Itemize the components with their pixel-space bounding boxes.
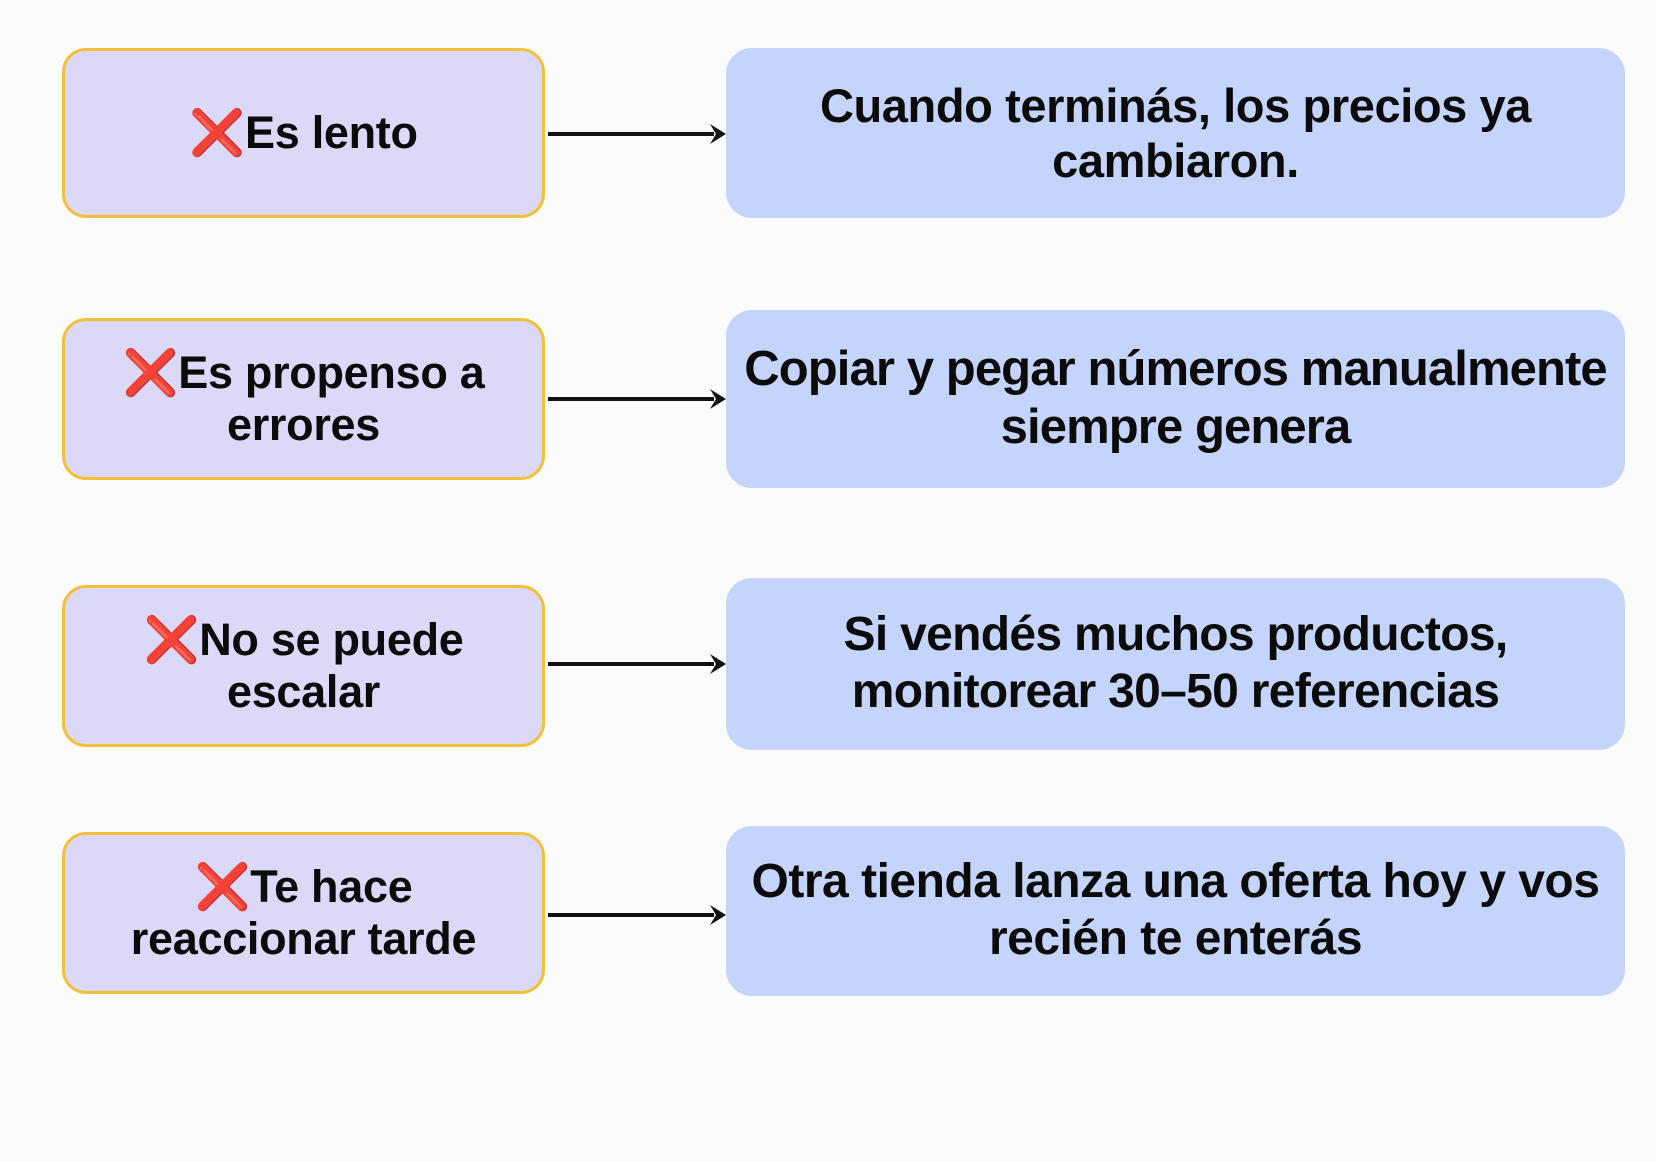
explanation-card[interactable]: Cuando terminás, los precios ya cambiaro… [726, 48, 1625, 218]
connector-arrow [548, 384, 728, 414]
explanation-card[interactable]: Otra tienda lanza una oferta hoy y vos r… [726, 826, 1625, 996]
problem-card[interactable]: ❌No se puede escalar [62, 585, 545, 747]
connector-arrow [548, 649, 728, 679]
problem-label: ❌No se puede escalar [79, 614, 528, 718]
x-mark-icon: ❌ [122, 346, 179, 398]
problem-label-text: No se puede escalar [199, 613, 464, 717]
arrow-right-icon [548, 654, 726, 674]
x-mark-icon: ❌ [143, 613, 200, 665]
problem-card[interactable]: ❌Es propenso a errores [62, 318, 545, 480]
x-mark-icon: ❌ [194, 860, 251, 912]
problem-label-text: Es propenso a errores [178, 346, 485, 450]
arrow-right-icon [548, 389, 726, 409]
x-mark-icon: ❌ [189, 106, 246, 158]
problem-card[interactable]: ❌Te hace reaccionar tarde [62, 832, 545, 994]
arrow-right-icon [548, 905, 726, 925]
arrow-right-icon [548, 124, 726, 144]
explanation-text: Cuando terminás, los precios ya cambiaro… [819, 78, 1532, 187]
explanation-text: Copiar y pegar números manualmente siemp… [744, 342, 1607, 454]
explanation-text: Otra tienda lanza una oferta hoy y vos r… [751, 855, 1600, 965]
explanation-card[interactable]: Si vendés muchos productos, monitorear 3… [726, 578, 1625, 750]
problem-card[interactable]: ❌Es lento [62, 48, 545, 218]
problem-label: ❌Te hace reaccionar tarde [79, 861, 528, 965]
problem-label-text: Es lento [245, 106, 418, 158]
connector-arrow [548, 900, 728, 930]
explanation-text: Si vendés muchos productos, monitorear 3… [843, 608, 1509, 718]
problem-label: ❌Es lento [189, 106, 418, 159]
connector-arrow [548, 119, 728, 149]
problem-label: ❌Es propenso a errores [79, 347, 528, 451]
problem-label-text: Te hace reaccionar tarde [130, 860, 477, 964]
explanation-card[interactable]: Copiar y pegar números manualmente siemp… [726, 310, 1625, 488]
